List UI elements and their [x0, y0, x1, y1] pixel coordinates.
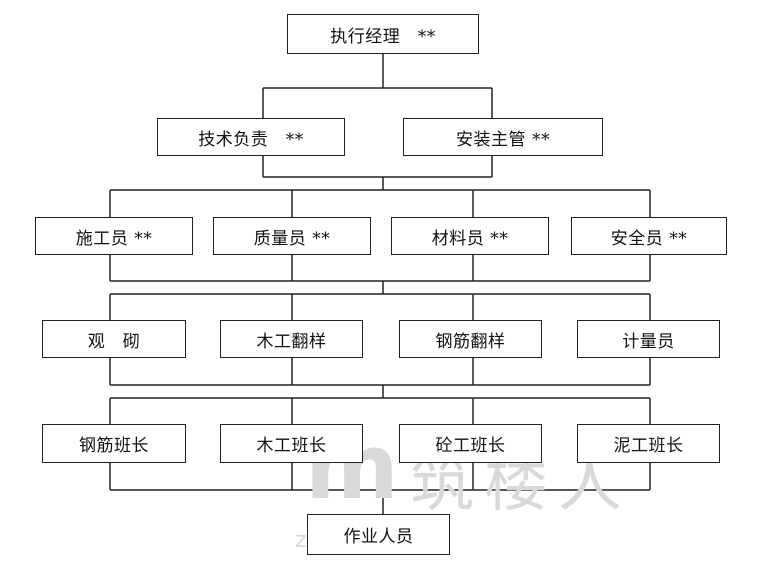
plaster-foreman-node: 泥工班长 — [577, 424, 720, 463]
rebar-layout-node: 钢筋翻样 — [399, 320, 542, 358]
carpentry-layout-node: 木工翻样 — [220, 320, 363, 358]
masonry-observer-node: 观 砌 — [42, 320, 186, 358]
rebar-foreman-node: 钢筋班长 — [42, 424, 186, 463]
quality-officer-node: 质量员 ** — [213, 217, 371, 255]
technical-lead-node: 技术负责 ** — [157, 118, 345, 156]
measurer-node: 计量员 — [577, 320, 720, 358]
workers-node: 作业人员 — [307, 514, 450, 555]
safety-officer-node: 安全员 ** — [571, 217, 727, 255]
materials-officer-node: 材料员 ** — [391, 217, 549, 255]
construction-officer-node: 施工员 ** — [35, 217, 193, 255]
carpentry-foreman-node: 木工班长 — [220, 424, 363, 463]
installation-supervisor-node: 安装主管 ** — [403, 118, 603, 156]
executive-manager-node: 执行经理 ** — [287, 14, 479, 54]
concrete-foreman-node: 砼工班长 — [399, 424, 542, 463]
